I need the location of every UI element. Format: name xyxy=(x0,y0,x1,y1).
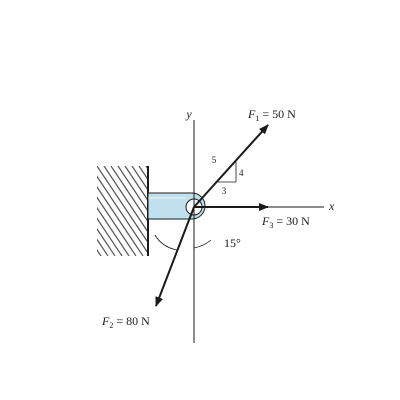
hatch-line xyxy=(131,166,148,192)
slope-triangle: 5 4 3 xyxy=(212,155,244,196)
force-f1-label: F1 = 50 N xyxy=(247,107,296,123)
hatch-line xyxy=(97,185,144,256)
hatch-line xyxy=(244,166,304,256)
hatch-line xyxy=(117,166,148,213)
force-f2-label: F2 = 80 N xyxy=(101,314,150,330)
angle-arc-right xyxy=(193,239,212,249)
slope-rise-label: 4 xyxy=(239,168,244,178)
slope-hyp-label: 5 xyxy=(212,155,217,165)
force-f2-arrow xyxy=(155,206,195,307)
hatch-line xyxy=(103,166,148,234)
x-axis-label: x xyxy=(328,199,335,213)
hatch-line xyxy=(97,248,102,256)
angle-label: 15° xyxy=(224,236,241,250)
angle-arc-left xyxy=(154,234,178,251)
hatch-line xyxy=(237,166,297,256)
y-axis-label: y xyxy=(185,107,192,121)
axes: y x xyxy=(185,107,335,343)
hatch-line xyxy=(97,217,123,256)
slope-run-label: 3 xyxy=(222,186,227,196)
hatch-line xyxy=(97,206,130,256)
fixed-wall xyxy=(97,166,304,256)
hatch-line xyxy=(124,166,148,202)
hatch-line xyxy=(97,175,148,255)
hatch-line xyxy=(97,238,109,256)
hatch-line xyxy=(110,166,148,223)
force-f1-arrow xyxy=(193,124,269,208)
hatch-line xyxy=(97,196,137,256)
wall-hatching xyxy=(97,166,304,256)
hatch-line xyxy=(97,227,116,256)
force-f3-label: F3 = 30 N xyxy=(261,214,310,230)
